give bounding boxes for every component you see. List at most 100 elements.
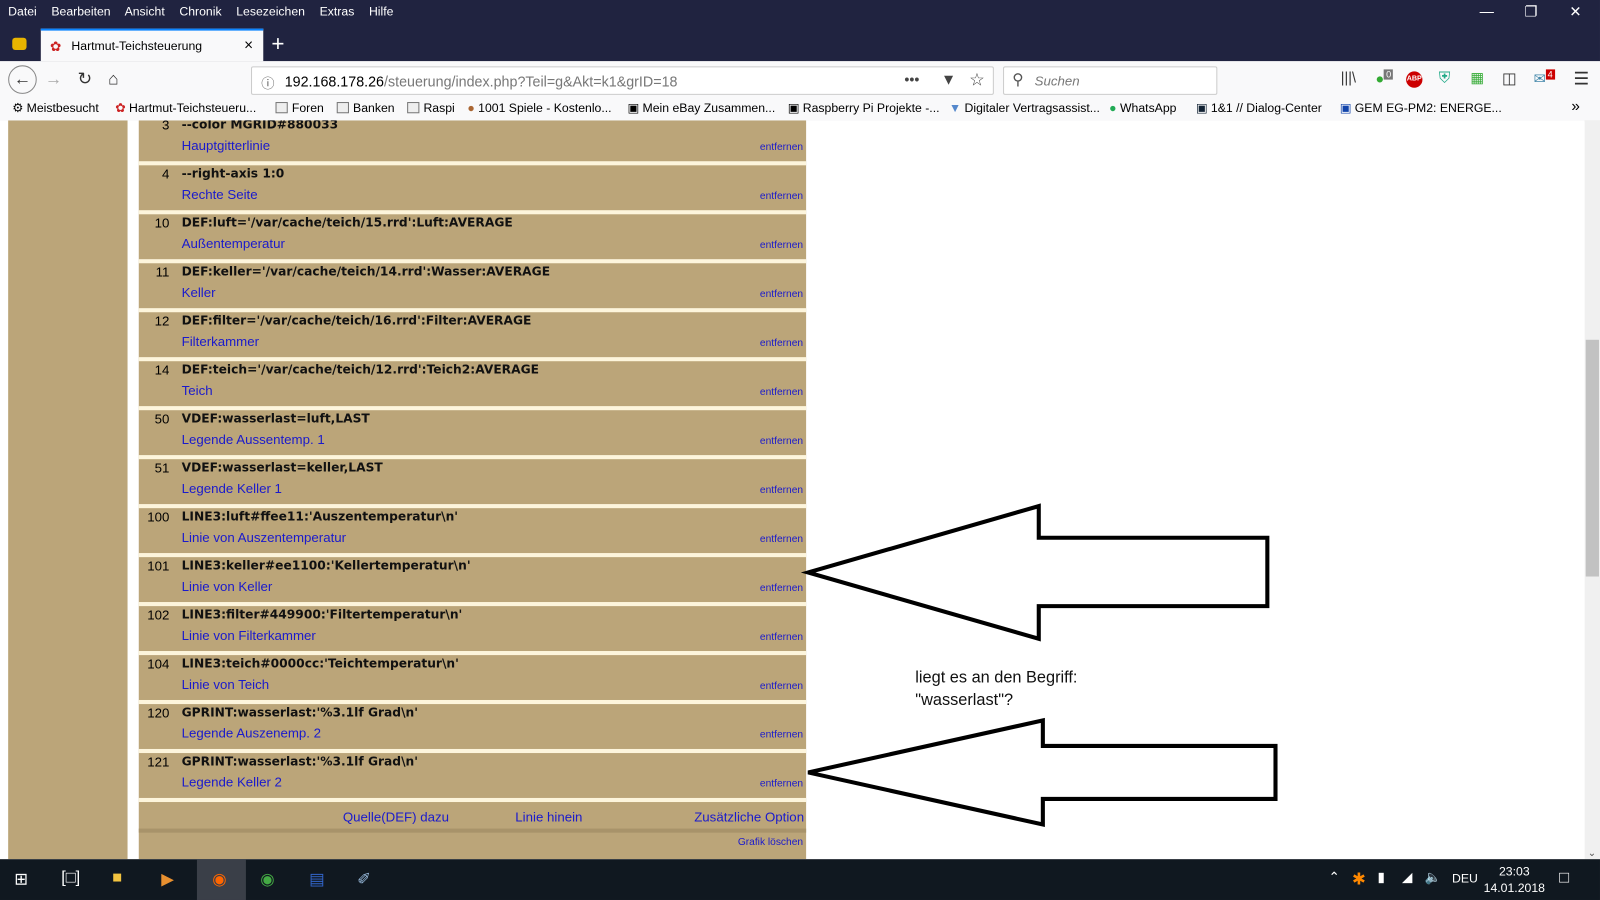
extension-green-icon[interactable]: ●0 — [1375, 69, 1394, 86]
bookmark-1001-spiele[interactable]: ● 1001 Spiele - Kostenlo... — [467, 101, 612, 116]
battery-icon[interactable]: ▮ — [1377, 869, 1385, 885]
remove-link[interactable]: entfernen — [759, 729, 804, 741]
pinned-tab-icon[interactable] — [12, 37, 27, 50]
s3-icon[interactable]: ▦ — [1470, 69, 1484, 86]
remove-link[interactable]: entfernen — [759, 582, 804, 594]
paint-icon[interactable]: ✐ — [357, 871, 371, 889]
row-description-link[interactable]: Teich — [181, 382, 213, 398]
task-view-icon[interactable]: [□] — [61, 869, 81, 887]
row-description-link[interactable]: Hauptgitterlinie — [181, 137, 271, 154]
menu-datei[interactable]: Datei — [8, 4, 37, 19]
minimize-button[interactable]: — — [1479, 3, 1494, 20]
media-player-icon[interactable]: ▶ — [161, 871, 174, 889]
file-explorer-icon[interactable]: ■ — [112, 869, 123, 887]
taskbar-clock[interactable]: 23:03 14.01.2018 — [1484, 863, 1545, 896]
bookmark-folder-banken[interactable]: Banken — [336, 101, 395, 115]
remove-link[interactable]: entfernen — [759, 484, 804, 496]
remove-link[interactable]: entfernen — [759, 435, 804, 447]
row-description-link[interactable]: Legende Aussentemp. 1 — [181, 431, 325, 447]
reload-button[interactable]: ↻ — [77, 69, 93, 89]
remove-link[interactable]: entfernen — [759, 288, 804, 300]
close-tab-icon[interactable]: × — [244, 36, 254, 55]
home-button[interactable]: ⌂ — [108, 69, 119, 89]
pocket-icon[interactable]: ▼ — [940, 71, 957, 89]
tab-hartmut-teichsteuerung[interactable]: ✿ Hartmut-Teichsteuerung × — [40, 28, 264, 62]
menu-bearbeiten[interactable]: Bearbeiten — [51, 4, 111, 19]
tray-chevron-icon[interactable]: ⌃ — [1328, 869, 1340, 885]
forward-button[interactable]: → — [44, 69, 63, 89]
close-window-button[interactable]: ✕ — [1569, 3, 1582, 20]
avast-icon[interactable]: ✱ — [1352, 871, 1366, 889]
table-row: 51 VDEF:wasserlast=keller,LAST Legende K… — [138, 459, 807, 509]
network-app-icon[interactable]: ▤ — [309, 871, 325, 889]
bookmark-teichsteuerung[interactable]: ✿ Hartmut-Teichsteueru... — [115, 101, 257, 116]
add-source-link[interactable]: Quelle(DEF) dazu — [342, 809, 450, 825]
remove-link[interactable]: entfernen — [759, 239, 804, 252]
windows-start-icon[interactable]: ⊞ — [14, 871, 28, 889]
row-description-link[interactable]: Legende Keller 1 — [181, 480, 282, 496]
more-bookmarks-icon[interactable]: » — [1571, 97, 1580, 116]
row-description-link[interactable]: Legende Keller 2 — [181, 774, 282, 790]
language-indicator[interactable]: DEU — [1452, 871, 1478, 886]
sidebar-icon[interactable]: ◫ — [1502, 70, 1517, 88]
bookmark-vertragsassistent[interactable]: ▼ Digitaler Vertragsassist... — [948, 101, 1100, 116]
remove-link[interactable]: entfernen — [759, 533, 804, 545]
remove-link[interactable]: entfernen — [759, 141, 804, 154]
remove-link[interactable]: entfernen — [759, 386, 804, 398]
table-row: 102 LINE3:filter#449900:'Filtertemperatu… — [138, 606, 807, 656]
add-line-link[interactable]: Linie hinein — [515, 809, 583, 825]
back-button[interactable]: ← — [8, 65, 37, 94]
menu-ansicht[interactable]: Ansicht — [124, 4, 165, 19]
row-description-link[interactable]: Linie von Auszentemperatur — [181, 529, 347, 545]
more-actions-icon[interactable]: ••• — [904, 71, 920, 88]
url-bar[interactable]: ⓘ 192.168.178.26/steuerung/index.php?Tei… — [251, 66, 994, 95]
bookmark-gem[interactable]: ▣ GEM EG-PM2: ENERGE... — [1339, 101, 1502, 116]
extra-option-link[interactable]: Zusätzliche Option — [694, 809, 805, 825]
volume-icon[interactable]: 🔈 — [1424, 869, 1441, 885]
info-icon[interactable]: ⓘ — [261, 75, 275, 91]
bookmark-folder-foren[interactable]: Foren — [275, 101, 324, 115]
remove-link[interactable]: entfernen — [759, 631, 804, 643]
shield-icon[interactable]: ⛨ — [1438, 69, 1451, 87]
row-description-link[interactable]: Filterkammer — [181, 333, 260, 349]
menu-lesezeichen[interactable]: Lesezeichen — [236, 4, 305, 19]
row-description-link[interactable]: Linie von Teich — [181, 676, 270, 692]
new-tab-button[interactable]: + — [271, 30, 285, 57]
search-input[interactable]: ⚲ Suchen — [1003, 66, 1218, 95]
chrome-icon[interactable]: ◉ — [260, 871, 275, 889]
remove-link[interactable]: entfernen — [759, 778, 804, 790]
menu-extras[interactable]: Extras — [319, 4, 355, 19]
bookmark-whatsapp[interactable]: ● WhatsApp — [1109, 101, 1177, 116]
restore-button[interactable]: ❐ — [1524, 3, 1538, 20]
bookmark-raspberry-projekte[interactable]: ▣ Raspberry Pi Projekte -... — [787, 101, 940, 116]
scroll-down-icon[interactable]: ⌄ — [1587, 847, 1597, 860]
row-description-link[interactable]: Keller — [181, 284, 216, 300]
menu-hilfe[interactable]: Hilfe — [368, 4, 394, 19]
vertical-scrollbar[interactable]: ⌄ — [1584, 120, 1600, 860]
firefox-taskbar-button[interactable]: ◉ — [196, 859, 246, 900]
row-description-link[interactable]: Linie von Keller — [181, 578, 273, 594]
bookmark-folder-raspi[interactable]: Raspi — [407, 101, 455, 115]
bookmark-meistbesucht[interactable]: ⚙ Meistbesucht — [12, 101, 99, 116]
row-description-link[interactable]: Rechte Seite — [181, 186, 258, 203]
hamburger-menu-icon[interactable]: ☰ — [1573, 69, 1590, 89]
wifi-icon[interactable]: ◢ — [1402, 869, 1413, 885]
library-icon[interactable]: |||\ — [1340, 69, 1356, 86]
remove-link[interactable]: entfernen — [759, 337, 804, 349]
bookmark-ebay[interactable]: ▣ Mein eBay Zusammen... — [627, 101, 776, 116]
row-number: 100 — [147, 509, 170, 525]
adblock-icon[interactable]: ABP — [1406, 71, 1423, 88]
bookmark-1und1[interactable]: ▣ 1&1 // Dialog-Center — [1195, 101, 1322, 116]
menu-chronik[interactable]: Chronik — [179, 4, 222, 19]
row-number: 102 — [147, 607, 170, 623]
mail-icon[interactable]: ✉4 — [1534, 69, 1555, 87]
delete-graph-link[interactable]: Grafik löschen — [737, 836, 804, 848]
bookmark-star-icon[interactable]: ☆ — [969, 70, 985, 90]
notifications-icon[interactable]: □ — [1559, 869, 1570, 887]
row-description-link[interactable]: Linie von Filterkammer — [181, 627, 316, 643]
scrollbar-thumb[interactable] — [1585, 339, 1599, 577]
row-description-link[interactable]: Außentemperatur — [181, 235, 285, 252]
row-description-link[interactable]: Legende Auszenemp. 2 — [181, 725, 322, 741]
remove-link[interactable]: entfernen — [759, 190, 804, 203]
remove-link[interactable]: entfernen — [759, 680, 804, 692]
